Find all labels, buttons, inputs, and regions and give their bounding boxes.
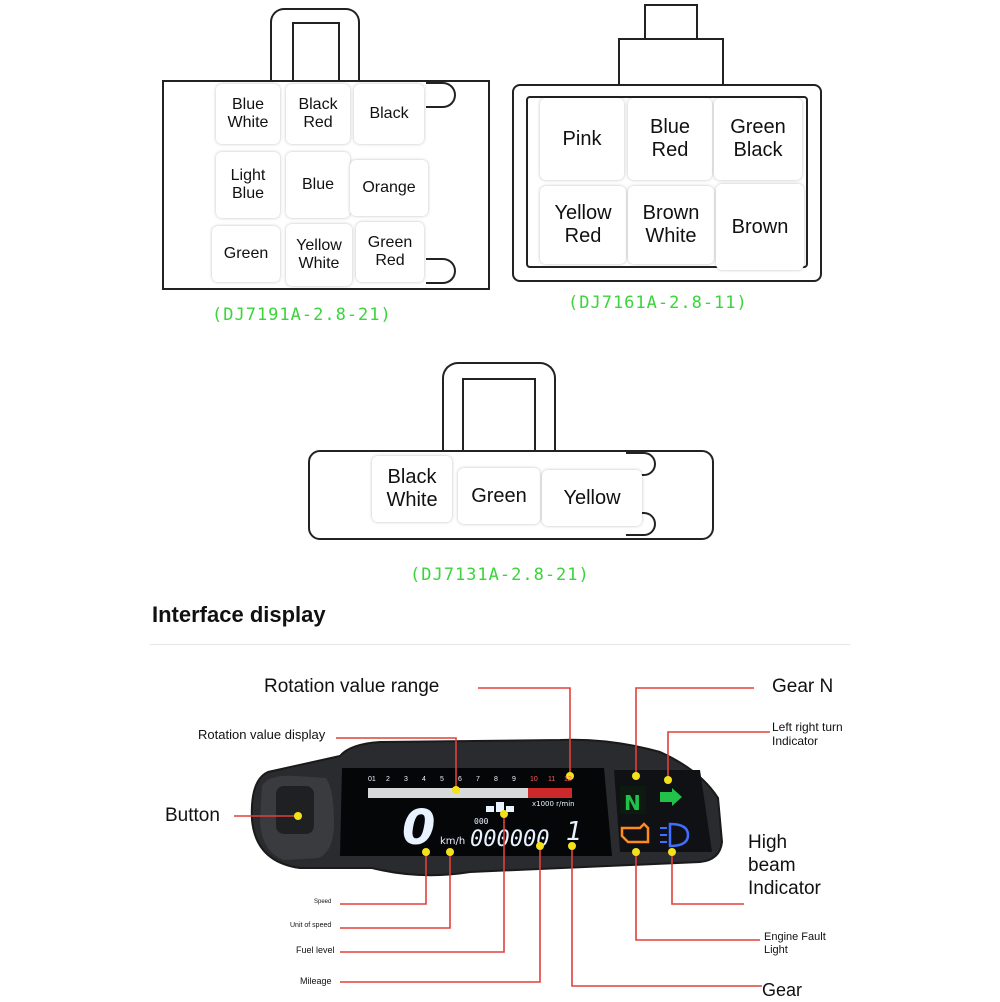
neutral-box	[620, 786, 646, 814]
label-button: Button	[165, 805, 220, 826]
tach-num-2: 2	[386, 776, 390, 783]
label-engine-fault: Engine Fault Light	[764, 931, 826, 957]
speed-digit: 0	[402, 800, 435, 856]
pin-yellow-red: Yellow Red	[540, 186, 626, 264]
label-mileage: Mileage	[300, 976, 332, 986]
pin-green-3: Green	[458, 468, 540, 524]
connector-3-code: (DJ7131A-2.8-21)	[410, 565, 590, 585]
rpm-unit: x1000 r/min	[532, 800, 575, 808]
pin-brown-white: Brown White	[628, 186, 714, 264]
tach-num-5: 5	[440, 776, 444, 783]
connector-1-latch-inner	[292, 22, 340, 80]
pin-blue: Blue	[286, 152, 350, 218]
button	[276, 786, 314, 834]
connector-3-latch-inner	[462, 378, 536, 450]
tach-num-10: 10	[530, 776, 538, 783]
turn-arrow-icon	[660, 788, 682, 806]
pin-green-red: Green Red	[356, 222, 424, 282]
label-gear-n: Gear N	[772, 676, 834, 697]
pin-brown: Brown	[716, 184, 804, 270]
tach-bar-red	[528, 788, 572, 798]
marker-dots	[294, 772, 676, 856]
pin-black: Black	[354, 84, 424, 144]
connector-2-latch-top	[644, 4, 698, 40]
fuel-bar-3	[506, 806, 514, 812]
label-rotation-display: Rotation value display	[198, 727, 326, 742]
tach-num-11: 11	[548, 776, 556, 783]
pin-black-red: Black Red	[286, 84, 350, 144]
engine-fault-icon	[620, 822, 650, 844]
pin-black-white: Black White	[372, 456, 452, 522]
interface-heading: Interface display	[152, 602, 326, 627]
pin-green-black: Green Black	[714, 98, 802, 180]
label-unit-of-speed: Unit of speed	[290, 922, 332, 929]
fuel-bar-1	[486, 806, 494, 812]
label-gear: Gear	[762, 980, 803, 1000]
tach-num-9: 9	[512, 776, 516, 783]
fuel-bar-2	[496, 802, 504, 812]
speed-unit: km/h	[440, 836, 465, 847]
tach-num-12: 12	[564, 776, 572, 783]
pin-blue-white: Blue White	[216, 84, 280, 144]
label-speed: Speed	[314, 899, 332, 905]
heading-underline	[150, 644, 850, 645]
label-turn-indicator: Left right turn Indicator	[772, 720, 843, 749]
pin-yellow-white: Yellow White	[286, 224, 352, 286]
pin-pink: Pink	[540, 98, 624, 180]
label-rotation-range: Rotation value range	[264, 676, 440, 697]
pin-light-blue: Light Blue	[216, 152, 280, 218]
connector-1-notch-top	[426, 82, 456, 108]
pin-blue-red: Blue Red	[628, 98, 712, 180]
connector-1-notch-bottom	[426, 258, 456, 284]
tach-bar	[368, 788, 572, 798]
pin-green: Green	[212, 226, 280, 282]
odometer: 000000	[470, 827, 549, 852]
high-beam-icon	[668, 822, 690, 848]
tach-numbers: 01 2 3 4 5 6 7 8 9 10 11 12	[368, 776, 578, 786]
odo-small: 000	[474, 817, 489, 826]
label-high-beam: High beam Indicator	[748, 832, 821, 899]
tach-num-6: 6	[458, 776, 462, 783]
gear-digit: 1	[566, 817, 583, 847]
connector-2-code: (DJ7161A-2.8-11)	[568, 293, 748, 313]
tach-num-8: 8	[494, 776, 498, 783]
tach-num-3: 3	[404, 776, 408, 783]
tach-num-1: 01	[368, 776, 376, 783]
tach-num-4: 4	[422, 776, 426, 783]
pin-yellow: Yellow	[542, 470, 642, 526]
pin-orange: Orange	[350, 160, 428, 216]
label-fuel-level: Fuel level	[296, 945, 335, 955]
connector-1-code: (DJ7191A-2.8-21)	[212, 305, 392, 325]
neutral-indicator: N	[624, 791, 641, 815]
connector-2-latch	[618, 38, 724, 86]
tach-num-7: 7	[476, 776, 480, 783]
leader-lines	[234, 687, 770, 987]
